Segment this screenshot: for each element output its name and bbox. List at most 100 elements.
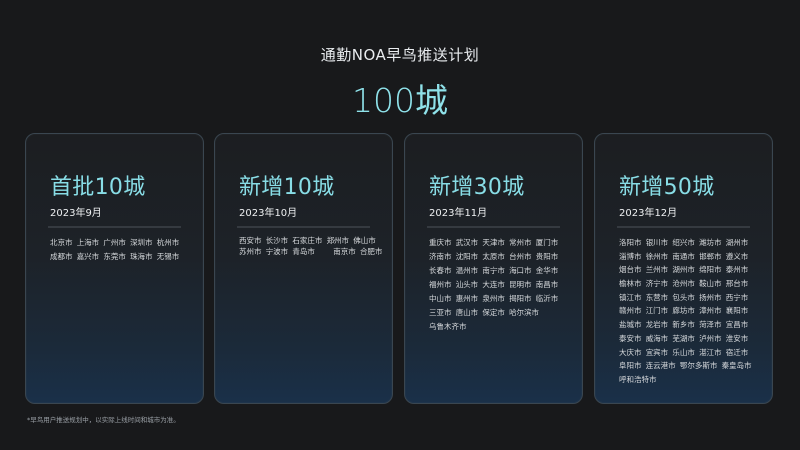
city-name: 遵义市	[725, 251, 749, 261]
city-name: 嘉兴市	[76, 252, 100, 261]
phase-date: 2023年12月	[619, 208, 678, 219]
phase-date: 2023年11月	[429, 208, 488, 219]
city-row: 成都市嘉兴市东莞市珠海市无锡市	[50, 250, 181, 264]
divider	[48, 226, 181, 228]
city-name: 济宁市	[645, 279, 669, 289]
city-name: 威海市	[645, 333, 669, 343]
city-name: 唐山市	[455, 308, 479, 317]
city-name: 绵阳市	[699, 265, 722, 275]
city-name: 昆明市	[509, 280, 532, 289]
city-name: 泰州市	[725, 265, 749, 275]
city-name: 邢台市	[725, 279, 749, 289]
page-title: 通勤NOA早鸟推送计划	[320, 46, 480, 64]
city-name: 廊坊市	[672, 306, 695, 316]
city-list: 洛阳市银川市绍兴市潍坊市湖州市淄博市徐州市南通市邯郸市遵义市烟台市兰州市湖州市绵…	[619, 236, 752, 387]
city-name: 湖州市	[672, 265, 695, 275]
city-row: 泰安市威海市芜湖市泸州市淮安市	[619, 332, 750, 346]
city-row: 乌鲁木齐市	[429, 320, 560, 334]
city-row: 北京市上海市广州市深圳市杭州市	[50, 236, 181, 250]
city-row: 洛阳市银川市绍兴市潍坊市湖州市	[619, 236, 750, 250]
city-name: 秦皇岛市	[721, 361, 752, 371]
city-name: 青岛市	[292, 246, 315, 256]
city-name: 鞍山市	[699, 279, 722, 289]
city-name: 成都市	[50, 252, 73, 261]
phase-card-1: 首批10城 2023年9月 北京市上海市广州市深圳市杭州市成都市嘉兴市东莞市珠海…	[25, 133, 204, 404]
city-name: 东营市	[645, 292, 669, 302]
city-name: 绍兴市	[672, 238, 695, 247]
city-name: 东莞市	[103, 252, 126, 261]
city-row: 三亚市唐山市保定市哈尔滨市	[429, 306, 560, 320]
city-name: 乌鲁木齐市	[429, 322, 467, 331]
city-name: 邯郸市	[699, 251, 722, 261]
city-name: 西宁市	[725, 292, 749, 302]
city-name: 海口市	[509, 266, 532, 275]
city-row: 长春市温州市南宁市海口市金华市	[429, 264, 560, 278]
city-name: 湖州市	[725, 238, 749, 247]
city-name: 赣州市	[619, 306, 642, 316]
city-name: 济南市	[429, 252, 452, 261]
city-name: 徐州市	[645, 251, 669, 261]
city-name: 淮安市	[725, 333, 749, 343]
phase-card-2: 新增10城 2023年10月 西安市长沙市石家庄市郑州市佛山市苏州市宁波市青岛市…	[214, 133, 393, 404]
city-name: 广州市	[103, 238, 126, 247]
city-name: 石家庄市	[292, 236, 323, 245]
city-name: 无锡市	[156, 252, 180, 261]
city-name: 合肥市	[359, 246, 383, 256]
phase-title: 首批10城	[50, 175, 146, 200]
divider	[617, 226, 750, 228]
city-row: 福州市汕头市大连市昆明市南昌市	[429, 278, 560, 292]
city-name: 上海市	[76, 238, 100, 247]
city-name: 三亚市	[429, 308, 452, 317]
city-name: 扬州市	[699, 292, 722, 302]
city-name: 北京市	[50, 238, 73, 247]
city-name: 烟台市	[619, 265, 642, 275]
city-name: 宿迁市	[725, 347, 749, 357]
phase-date: 2023年9月	[50, 208, 102, 219]
city-name: 南宁市	[482, 266, 505, 275]
city-name: 长春市	[429, 266, 452, 275]
city-name: 温州市	[455, 266, 479, 275]
city-name: 苏州市	[239, 246, 262, 256]
city-name: 中山市	[429, 294, 452, 303]
city-row: 重庆市武汉市天津市常州市厦门市	[429, 236, 560, 250]
city-name: 新乡市	[672, 320, 695, 330]
city-name: 鄂尔多斯市	[679, 361, 718, 371]
city-row: 烟台市兰州市湖州市绵阳市泰州市	[619, 263, 750, 277]
city-row: 阜阳市连云港市鄂尔多斯市秦皇岛市	[619, 359, 752, 373]
city-list: 北京市上海市广州市深圳市杭州市成都市嘉兴市东莞市珠海市无锡市	[50, 236, 181, 264]
city-name: 西安市	[239, 236, 262, 245]
city-name: 宜昌市	[725, 320, 749, 330]
city-name: 金华市	[535, 266, 559, 275]
phase-title: 新增30城	[429, 175, 525, 200]
city-name: 淄博市	[619, 251, 642, 261]
city-name: 湛江市	[699, 347, 722, 357]
city-name: 龙岩市	[645, 320, 669, 330]
city-name: 厦门市	[535, 238, 559, 247]
city-row: 赣州市江门市廊坊市漳州市襄阳市	[619, 304, 750, 318]
city-name: 沈阳市	[455, 252, 479, 261]
city-name: 武汉市	[455, 238, 479, 247]
city-list: 西安市长沙市石家庄市郑州市佛山市苏州市宁波市青岛市南京市合肥市	[239, 236, 382, 257]
city-name: 宜宾市	[645, 347, 669, 357]
city-name: 乐山市	[672, 347, 695, 357]
city-row: 济南市沈阳市太原市台州市贵阳市	[429, 250, 560, 264]
divider	[237, 226, 370, 228]
city-name: 宁波市	[265, 246, 289, 256]
city-name: 杭州市	[156, 238, 180, 247]
city-name: 潍坊市	[699, 238, 722, 247]
city-name: 揭阳市	[509, 294, 532, 303]
city-name: 太原市	[482, 252, 505, 261]
city-name: 漳州市	[699, 306, 722, 316]
city-name: 榆林市	[619, 279, 642, 289]
city-name: 重庆市	[429, 238, 452, 247]
city-name: 台州市	[509, 252, 532, 261]
city-name: 贵阳市	[535, 252, 559, 261]
city-name: 芜湖市	[672, 333, 695, 343]
city-name: 镇江市	[619, 292, 642, 302]
city-name: 阜阳市	[619, 361, 642, 371]
city-row: 中山市惠州市泉州市揭阳市临沂市	[429, 292, 560, 306]
phase-card-4: 新增50城 2023年12月 洛阳市银川市绍兴市潍坊市湖州市淄博市徐州市南通市邯…	[594, 133, 773, 404]
city-name: 呼和浩特市	[619, 374, 657, 384]
city-name: 天津市	[482, 238, 505, 247]
city-name: 兰州市	[645, 265, 669, 275]
